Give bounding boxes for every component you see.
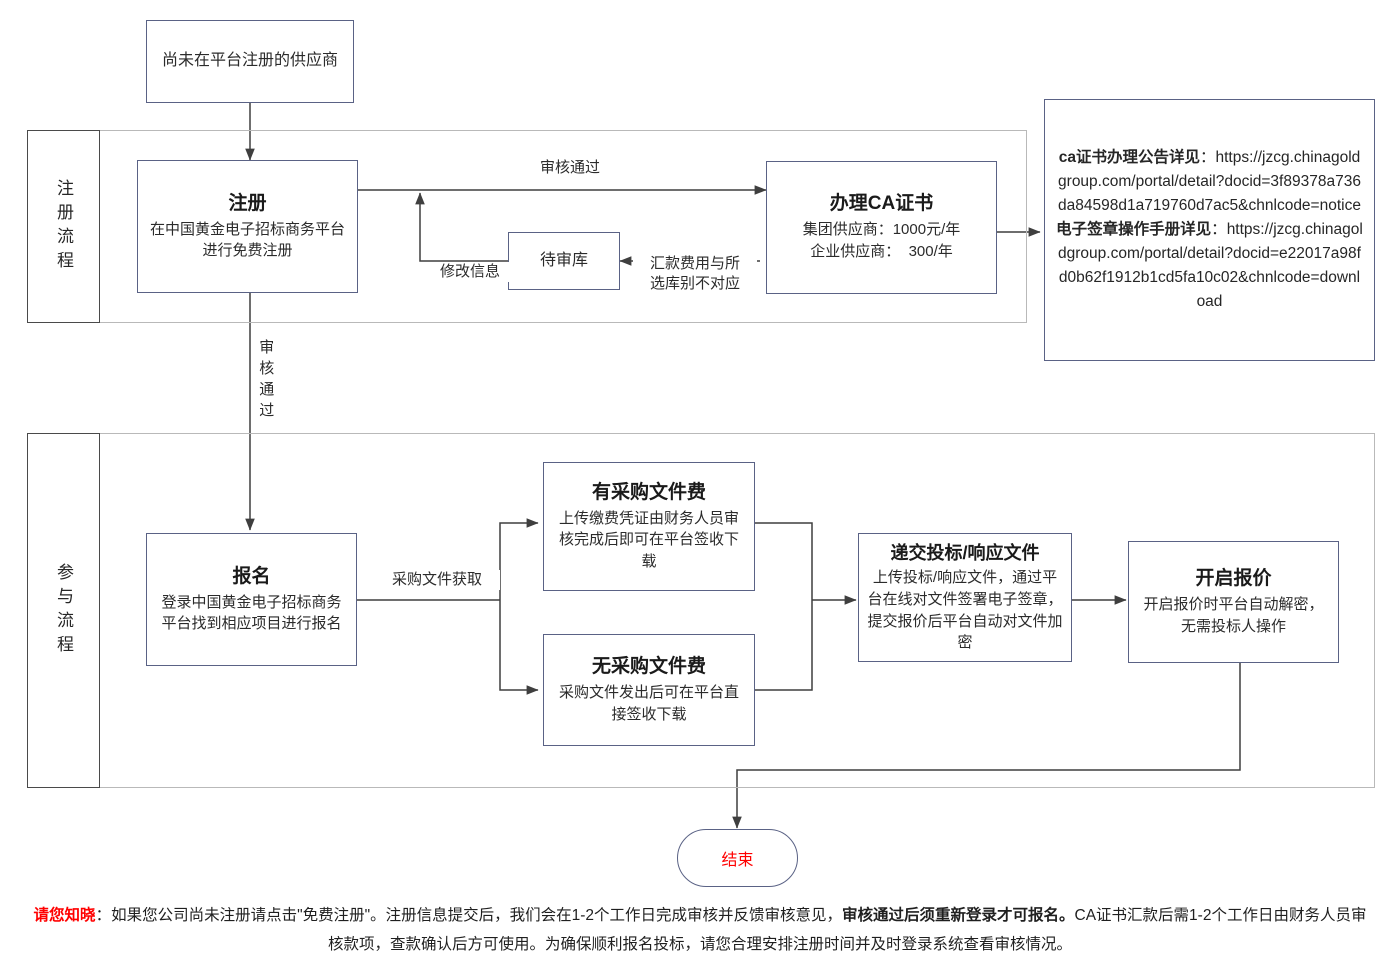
edge-label-review-passed-top: 审核通过 [521, 158, 619, 179]
node-register[interactable]: 注册 在中国黄金电子招标商务平台 进行免费注册 [137, 160, 358, 293]
node-without-fee-body: 采购文件发出后可在平台直接签收下载 [558, 684, 739, 723]
node-end-label: 结束 [721, 852, 754, 869]
node-ca-certificate[interactable]: 办理CA证书 集团供应商：1000元/年 企业供应商： 300/年 [766, 161, 997, 294]
node-open-quote[interactable]: 开启报价 开启报价时平台自动解密，无需投标人操作 [1128, 541, 1339, 663]
info-entry-ca-notice: ca证书办理公告详见：https://jzcg.chinagoldgroup.c… [1055, 146, 1364, 218]
info-links-box[interactable]: ca证书办理公告详见：https://jzcg.chinagoldgroup.c… [1044, 99, 1375, 361]
footer-note: 请您知晓：如果您公司尚未注册请点击"免费注册"。注册信息提交后，我们会在1-2个… [30, 902, 1370, 959]
info-entry-esign-manual-label: 电子签章操作手册详见 [1056, 220, 1212, 238]
node-with-fee-title: 有采购文件费 [591, 482, 706, 504]
info-sep-0: ： [1199, 148, 1216, 166]
info-sep-1: ： [1211, 220, 1227, 238]
node-submit-bid[interactable]: 递交投标/响应文件 上传投标/响应文件，通过平台在线对文件签署电子签章，提交报价… [858, 533, 1072, 662]
node-submit-bid-title: 递交投标/响应文件 [890, 542, 1040, 563]
footer-note-part2: CA证书汇款后需1-2个工作日由财务人员审核款项，查款确认后方可使用。为确保顺利… [327, 907, 1367, 953]
edge-label-review-passed-vertical: 审核通过 [255, 330, 276, 432]
footer-note-bold1: 审核通过后须重新登录才可报名。 [842, 907, 1075, 924]
node-open-quote-body: 开启报价时平台自动解密，无需投标人操作 [1143, 596, 1324, 635]
node-submit-bid-body: 上传投标/响应文件，通过平台在线对文件签署电子签章，提交报价后平台自动对文件加密 [867, 569, 1063, 652]
node-pending-review-label: 待审库 [539, 251, 588, 269]
info-entry-esign-manual: 电子签章操作手册详见：https://jzcg.chinagoldgroup.c… [1055, 218, 1364, 314]
node-ca-group-price: 集团供应商：1000元/年 [802, 220, 961, 238]
node-register-body: 在中国黄金电子招标商务平台 进行免费注册 [149, 220, 345, 260]
node-without-fee[interactable]: 无采购文件费 采购文件发出后可在平台直接签收下载 [543, 634, 755, 746]
info-entry-esign-manual-url: https://jzcg.chinagoldgroup.com/portal/d… [1058, 220, 1363, 311]
lane-participation-header: 参与流程 [27, 433, 100, 788]
node-with-fee[interactable]: 有采购文件费 上传缴费凭证由财务人员审核完成后即可在平台签收下载 [543, 462, 755, 591]
edge-label-remittance-mismatch: 汇款费用与所 选库别不对应 [633, 254, 757, 295]
node-signup[interactable]: 报名 登录中国黄金电子招标商务平台找到相应项目进行报名 [146, 533, 357, 666]
edge-label-modify-info: 修改信息 [424, 262, 516, 283]
node-with-fee-body: 上传缴费凭证由财务人员审核完成后即可在平台签收下载 [558, 509, 739, 571]
edge-label-doc-acquire: 采购文件获取 [374, 570, 500, 591]
node-ca-title: 办理CA证书 [829, 193, 934, 215]
node-end[interactable]: 结束 [677, 829, 798, 887]
node-ca-enterprise-price: 企业供应商： 300/年 [810, 243, 953, 261]
start-node-label: 尚未在平台注册的供应商 [161, 52, 338, 70]
lane-registration-label: 注册流程 [54, 178, 73, 275]
info-entry-ca-notice-label: ca证书办理公告详见 [1058, 148, 1200, 166]
info-entry-ca-notice-url: https://jzcg.chinagoldgroup.com/portal/d… [1058, 148, 1361, 214]
node-pending-review[interactable]: 待审库 [508, 232, 620, 290]
node-register-title: 注册 [228, 192, 267, 214]
node-signup-title: 报名 [232, 565, 271, 587]
start-node[interactable]: 尚未在平台注册的供应商 [146, 20, 354, 103]
lane-participation-label: 参与流程 [54, 562, 73, 659]
footer-note-highlight: 请您知晓 [33, 907, 96, 924]
node-without-fee-title: 无采购文件费 [591, 656, 706, 678]
node-signup-body: 登录中国黄金电子招标商务平台找到相应项目进行报名 [161, 593, 342, 633]
lane-registration-header: 注册流程 [27, 130, 100, 323]
footer-note-part1: 如果您公司尚未注册请点击"免费注册"。注册信息提交后，我们会在1-2个工作日完成… [111, 907, 842, 924]
node-open-quote-title: 开启报价 [1195, 568, 1272, 590]
footer-note-separator: ： [95, 907, 112, 924]
